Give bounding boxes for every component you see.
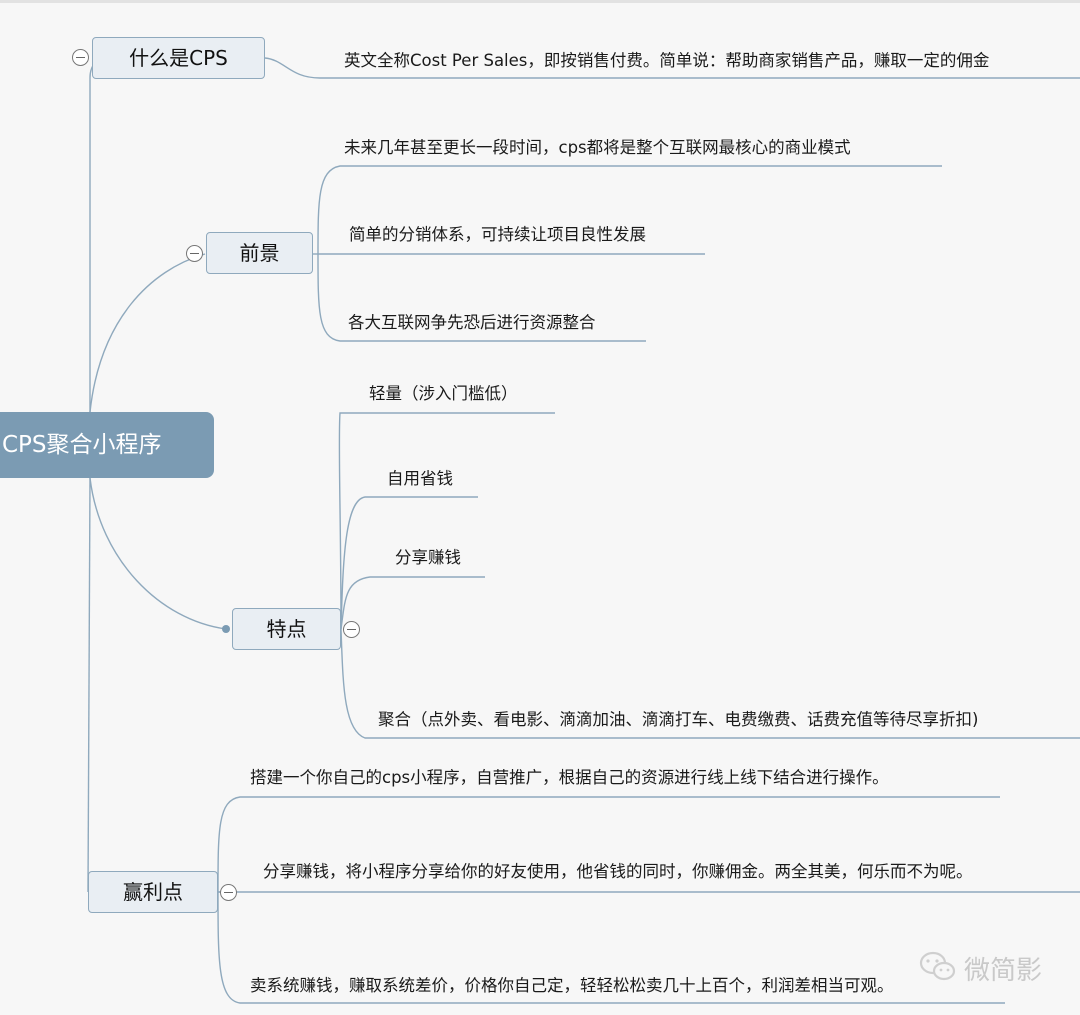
collapse-toggle-icon[interactable] bbox=[72, 49, 89, 66]
branch-features[interactable]: 特点 bbox=[232, 608, 341, 650]
leaf-what-is-cps-definition[interactable]: 英文全称Cost Per Sales，即按销售付费。简单说：帮助商家销售产品，赚… bbox=[344, 51, 990, 70]
leaf-features-4[interactable]: 聚合（点外卖、看电影、滴滴加油、滴滴打车、电费缴费、话费充值等待尽享折扣) bbox=[378, 710, 979, 729]
root-node[interactable]: CPS聚合小程序 bbox=[0, 412, 214, 478]
leaf-prospect-1[interactable]: 未来几年甚至更长一段时间，cps都将是整个互联网最核心的商业模式 bbox=[344, 138, 851, 157]
top-border bbox=[0, 0, 1080, 3]
leaf-features-3[interactable]: 分享赚钱 bbox=[395, 548, 461, 567]
branch-profit[interactable]: 赢利点 bbox=[88, 871, 218, 913]
leaf-prospect-2[interactable]: 简单的分销体系，可持续让项目良性发展 bbox=[349, 225, 646, 244]
leaf-profit-2[interactable]: 分享赚钱，将小程序分享给你的好友使用，他省钱的同时，你赚佣金。两全其美，何乐而不… bbox=[263, 862, 973, 881]
wechat-icon bbox=[919, 951, 956, 981]
branch-what-is-cps[interactable]: 什么是CPS bbox=[92, 37, 265, 79]
leaf-profit-1[interactable]: 搭建一个你自己的cps小程序，自营推广，根据自己的资源进行线上线下结合进行操作。 bbox=[250, 768, 889, 787]
leaf-prospect-3[interactable]: 各大互联网争先恐后进行资源整合 bbox=[348, 313, 596, 332]
branch-prospect[interactable]: 前景 bbox=[206, 232, 313, 274]
collapse-toggle-icon[interactable] bbox=[186, 245, 203, 262]
collapse-toggle-icon[interactable] bbox=[220, 884, 237, 901]
watermark-text: 微简影 bbox=[964, 956, 1043, 986]
leaf-features-2[interactable]: 自用省钱 bbox=[387, 469, 453, 488]
collapse-toggle-icon[interactable] bbox=[343, 621, 360, 638]
leaf-profit-3[interactable]: 卖系统赚钱，赚取系统差价，价格你自己定，轻轻松松卖几十上百个，利润差相当可观。 bbox=[250, 976, 894, 995]
leaf-features-1[interactable]: 轻量（涉入门槛低） bbox=[369, 384, 518, 403]
connector-dot bbox=[222, 625, 230, 633]
